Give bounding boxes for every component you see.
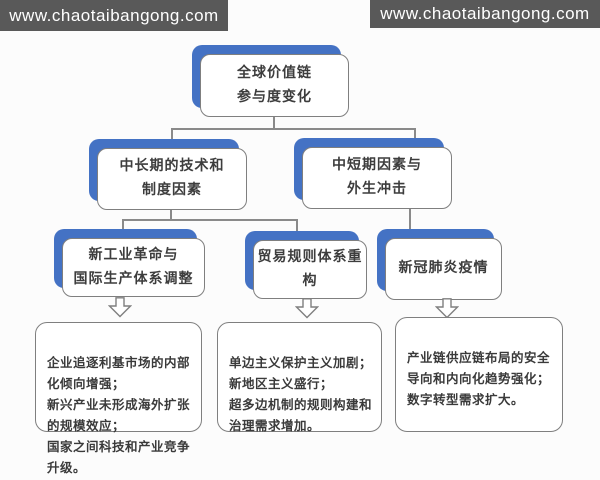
connector-l2a-stem [170, 208, 172, 220]
detail-industrial-text: 企业追逐利基市场的内部化倾向增强； 新兴产业未形成海外扩张的规模效应； 国家之间… [47, 356, 191, 475]
detail-trade-text: 单边主义保护主义加剧； 新地区主义盛行； 超多边机制的规则构建和治理需求增加。 [229, 356, 373, 433]
watermark-url-bottom: www.chaotaibangong.com [9, 5, 219, 25]
node-covid-epidemic: 新冠肺炎疫情 [385, 238, 502, 300]
node-covid-epidemic-label: 新冠肺炎疫情 [398, 261, 489, 276]
node-trade-rules-label: 贸易规则体系重构 [257, 249, 363, 289]
connector-drop-l3-mid [296, 219, 298, 232]
node-trade-rules: 贸易规则体系重构 [253, 240, 367, 299]
node-root-global-value-chain: 全球价值链 参与度变化 [200, 54, 349, 117]
down-arrow-icon [295, 298, 319, 319]
detail-box-industrial: 企业追逐利基市场的内部化倾向增强； 新兴产业未形成海外扩张的规模效应； 国家之间… [35, 322, 202, 475]
connector-drop-l2-left [171, 128, 173, 140]
detail-box-covid: 产业链供应链布局的安全导向和内向化趋势强化； 数字转型需求扩大。 [395, 317, 563, 432]
node-long-term-label: 中长期的技术和 制度因素 [119, 159, 225, 198]
watermark-url-top: www.chaotaibangong.com [380, 4, 590, 23]
node-industrial-revolution-label: 新工业革命与 国际生产体系调整 [73, 247, 194, 287]
detail-box-trade: 单边主义保护主义加剧； 新地区主义盛行； 超多边机制的规则构建和治理需求增加。 [217, 322, 382, 433]
node-root-label: 全球价值链 参与度变化 [237, 65, 312, 105]
node-long-term-factors: 中长期的技术和 制度因素 [97, 148, 247, 210]
watermark-banner-bottom: www.chaotaibangong.com [0, 0, 228, 31]
node-short-term-factors: 中短期因素与 外生冲击 [302, 147, 452, 209]
down-arrow-icon [435, 298, 459, 319]
connector-root-stem [273, 115, 275, 129]
connector-drop-l3-left [122, 219, 124, 230]
connector-l2a-cross [122, 219, 297, 221]
down-arrow-icon [108, 297, 132, 318]
connector-drop-l2-right [414, 128, 416, 140]
node-short-term-label: 中短期因素与 外生冲击 [332, 158, 422, 197]
watermark-banner-top: www.chaotaibangong.com [370, 0, 600, 28]
connector-l2b-to-l3c [409, 207, 411, 231]
node-industrial-revolution: 新工业革命与 国际生产体系调整 [62, 238, 205, 297]
detail-covid-text: 产业链供应链布局的安全导向和内向化趋势强化； 数字转型需求扩大。 [407, 351, 551, 407]
connector-root-cross [171, 128, 415, 130]
